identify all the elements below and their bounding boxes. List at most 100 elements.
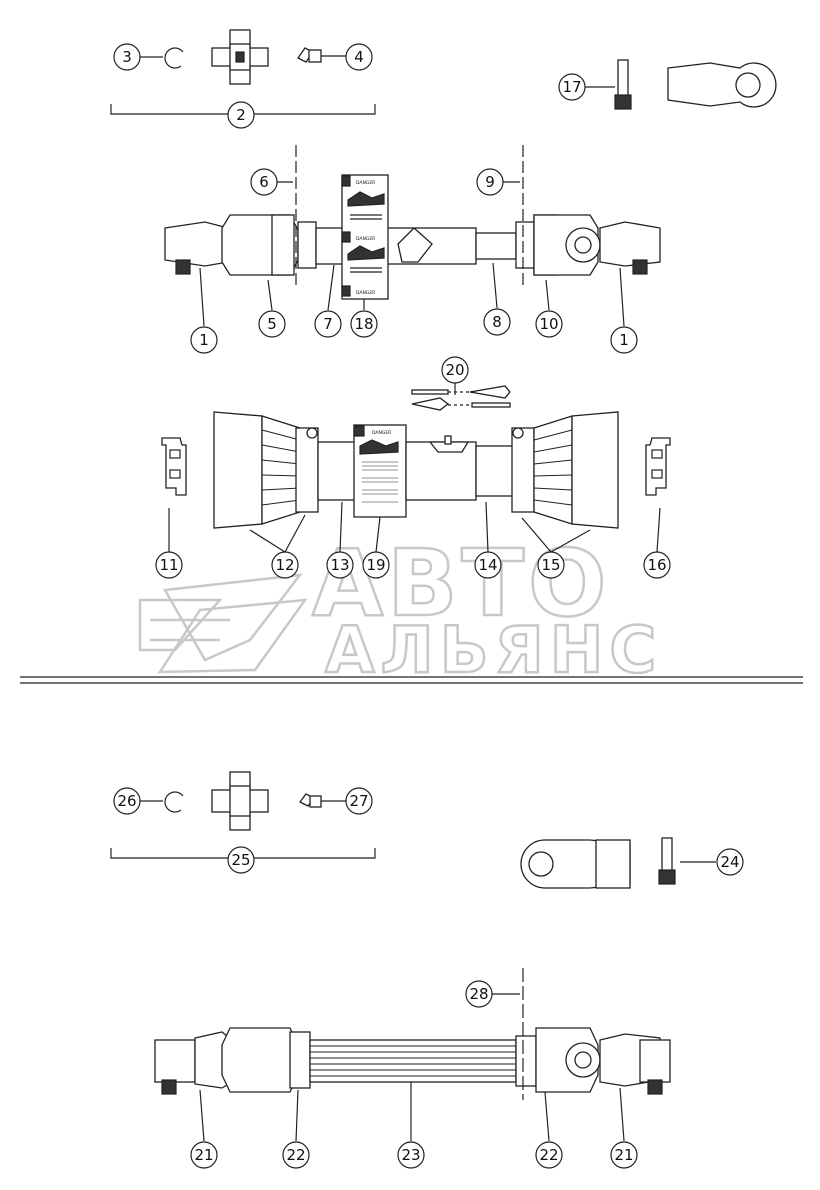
callout-circle	[535, 310, 563, 338]
label-18-heading-3: DANGER	[356, 290, 375, 296]
label-18-heading-1: DANGER	[356, 180, 375, 186]
callout-18: 18	[350, 310, 378, 338]
callout-number: 14	[478, 556, 497, 574]
callout-19: 19	[362, 551, 390, 579]
callout-circle	[155, 551, 183, 579]
callout-circle	[610, 326, 638, 354]
circlip-26	[140, 791, 184, 813]
watermark-logo	[138, 573, 308, 674]
callout-number: 25	[231, 851, 250, 869]
watermark-line1: АВТО	[312, 530, 610, 637]
shaft-assembly-2	[154, 968, 671, 1142]
callout-circle	[397, 1141, 425, 1169]
callout-circle	[282, 1141, 310, 1169]
callout-number: 17	[562, 78, 581, 96]
callout-number: 10	[539, 315, 558, 333]
circlip-3	[140, 47, 184, 69]
callout-number: 27	[349, 792, 368, 810]
callout-number: 22	[286, 1146, 305, 1164]
callout-number: 12	[275, 556, 294, 574]
callout-28: 28	[465, 980, 493, 1008]
label-18-heading-2: DANGER	[356, 236, 375, 242]
bearing-ring-16	[645, 437, 671, 553]
callout-number: 5	[267, 315, 277, 333]
callout-27: 27	[345, 787, 373, 815]
warning-label-19: DANGER	[353, 424, 407, 518]
callout-2: 2	[227, 101, 255, 129]
callout-circle	[227, 101, 255, 129]
callout-number: 22	[539, 1146, 558, 1164]
callout-7: 7	[314, 310, 342, 338]
callout-13: 13	[326, 551, 354, 579]
callout-number: 24	[720, 853, 739, 871]
safety-chain-20	[411, 383, 511, 411]
callout-circle	[250, 168, 278, 196]
callout-5: 5	[258, 310, 286, 338]
callout-circle	[558, 73, 586, 101]
bolt-24	[658, 837, 716, 885]
callout-number: 4	[354, 48, 364, 66]
callout-22: 22	[282, 1141, 310, 1169]
callout-1: 1	[190, 326, 218, 354]
callout-circle	[483, 308, 511, 336]
callout-4: 4	[345, 43, 373, 71]
callout-21: 21	[610, 1141, 638, 1169]
bolt-17	[585, 59, 632, 110]
watermark: АВТО АЛЬЯНС	[138, 529, 658, 689]
callout-number: 9	[485, 173, 495, 191]
yoke-17	[667, 62, 777, 108]
callout-15: 15	[537, 551, 565, 579]
callout-24: 24	[716, 848, 744, 876]
grease-nipple-27	[299, 793, 346, 808]
callout-number: 1	[619, 331, 629, 349]
callout-circle	[441, 356, 469, 384]
guard-assembly: DANGER	[161, 411, 671, 553]
callout-number: 18	[354, 315, 373, 333]
grease-nipple-4	[297, 47, 346, 63]
bearing-ring-11	[161, 437, 187, 552]
callout-number: 21	[194, 1146, 213, 1164]
callout-circle	[643, 551, 671, 579]
callout-number: 1	[199, 331, 209, 349]
callout-number: 16	[647, 556, 666, 574]
warning-label-18: DANGER DANGER DANGER	[341, 174, 389, 310]
callout-11: 11	[155, 551, 183, 579]
callout-number: 23	[401, 1146, 420, 1164]
callout-6: 6	[250, 168, 278, 196]
callout-number: 11	[159, 556, 178, 574]
callout-circle	[258, 310, 286, 338]
callout-20: 20	[441, 356, 469, 384]
callout-number: 20	[445, 361, 464, 379]
callout-circle	[227, 846, 255, 874]
cross-spider-2	[211, 29, 269, 85]
callout-number: 28	[469, 985, 488, 1003]
callout-3: 3	[113, 43, 141, 71]
callout-circle	[314, 310, 342, 338]
callout-circle	[350, 310, 378, 338]
callout-circle	[345, 787, 373, 815]
yoke-24	[520, 839, 631, 889]
callout-14: 14	[474, 551, 502, 579]
callout-10: 10	[535, 310, 563, 338]
callout-circle	[326, 551, 354, 579]
callout-circle	[537, 551, 565, 579]
callout-12: 12	[271, 551, 299, 579]
callout-circle	[362, 551, 390, 579]
callout-circle	[474, 551, 502, 579]
callout-circle	[190, 326, 218, 354]
callout-circle	[113, 787, 141, 815]
callout-number: 19	[366, 556, 385, 574]
shaft-assembly-1	[164, 145, 661, 327]
callout-22: 22	[535, 1141, 563, 1169]
callout-26: 26	[113, 787, 141, 815]
callout-circle	[271, 551, 299, 579]
callout-16: 16	[643, 551, 671, 579]
cross-spider-25	[211, 771, 269, 831]
callout-number: 6	[259, 173, 269, 191]
callout-9: 9	[476, 168, 504, 196]
callout-17: 17	[558, 73, 586, 101]
callout-circle	[345, 43, 373, 71]
callout-circle	[476, 168, 504, 196]
